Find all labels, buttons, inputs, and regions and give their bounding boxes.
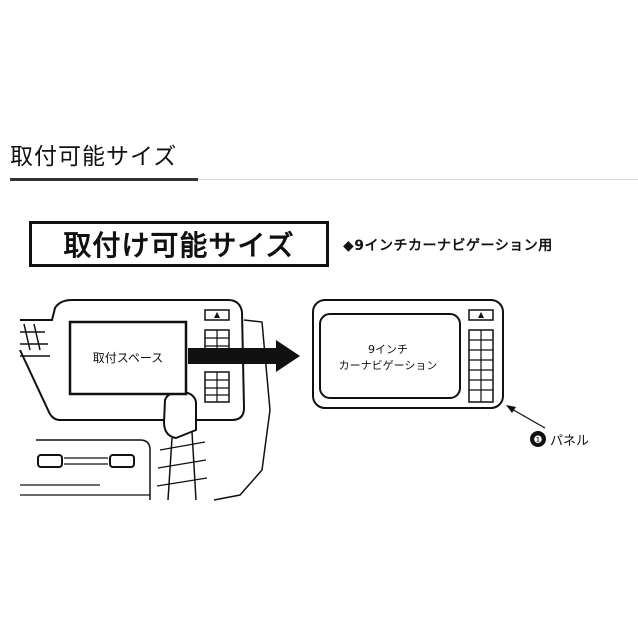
panel-marker: ❶ bbox=[534, 435, 543, 446]
title-underline bbox=[10, 178, 198, 181]
install-space-label: 取付スペース bbox=[93, 351, 164, 365]
section-title: 取付可能サイズ bbox=[10, 144, 178, 170]
panel-callout: ❶ パネル bbox=[506, 405, 589, 449]
navi-label-line2: カーナビゲーション bbox=[339, 359, 438, 372]
navi-size-note: ◆9インチカーナビゲーション用 bbox=[343, 238, 553, 254]
install-space-box: 取付スペース bbox=[68, 320, 188, 396]
arrow-right-icon bbox=[188, 340, 300, 372]
boxed-heading: 取付け可能サイズ bbox=[29, 221, 329, 267]
title-divider bbox=[198, 179, 638, 180]
installation-diagram: 取付スペース 9インチ カーナビゲーション ❶ パネル bbox=[19, 299, 589, 501]
panel-label: パネル bbox=[550, 434, 589, 449]
navi-label-line1: 9インチ bbox=[368, 343, 408, 356]
navi-panel-illustration: 9インチ カーナビゲーション bbox=[312, 299, 504, 409]
